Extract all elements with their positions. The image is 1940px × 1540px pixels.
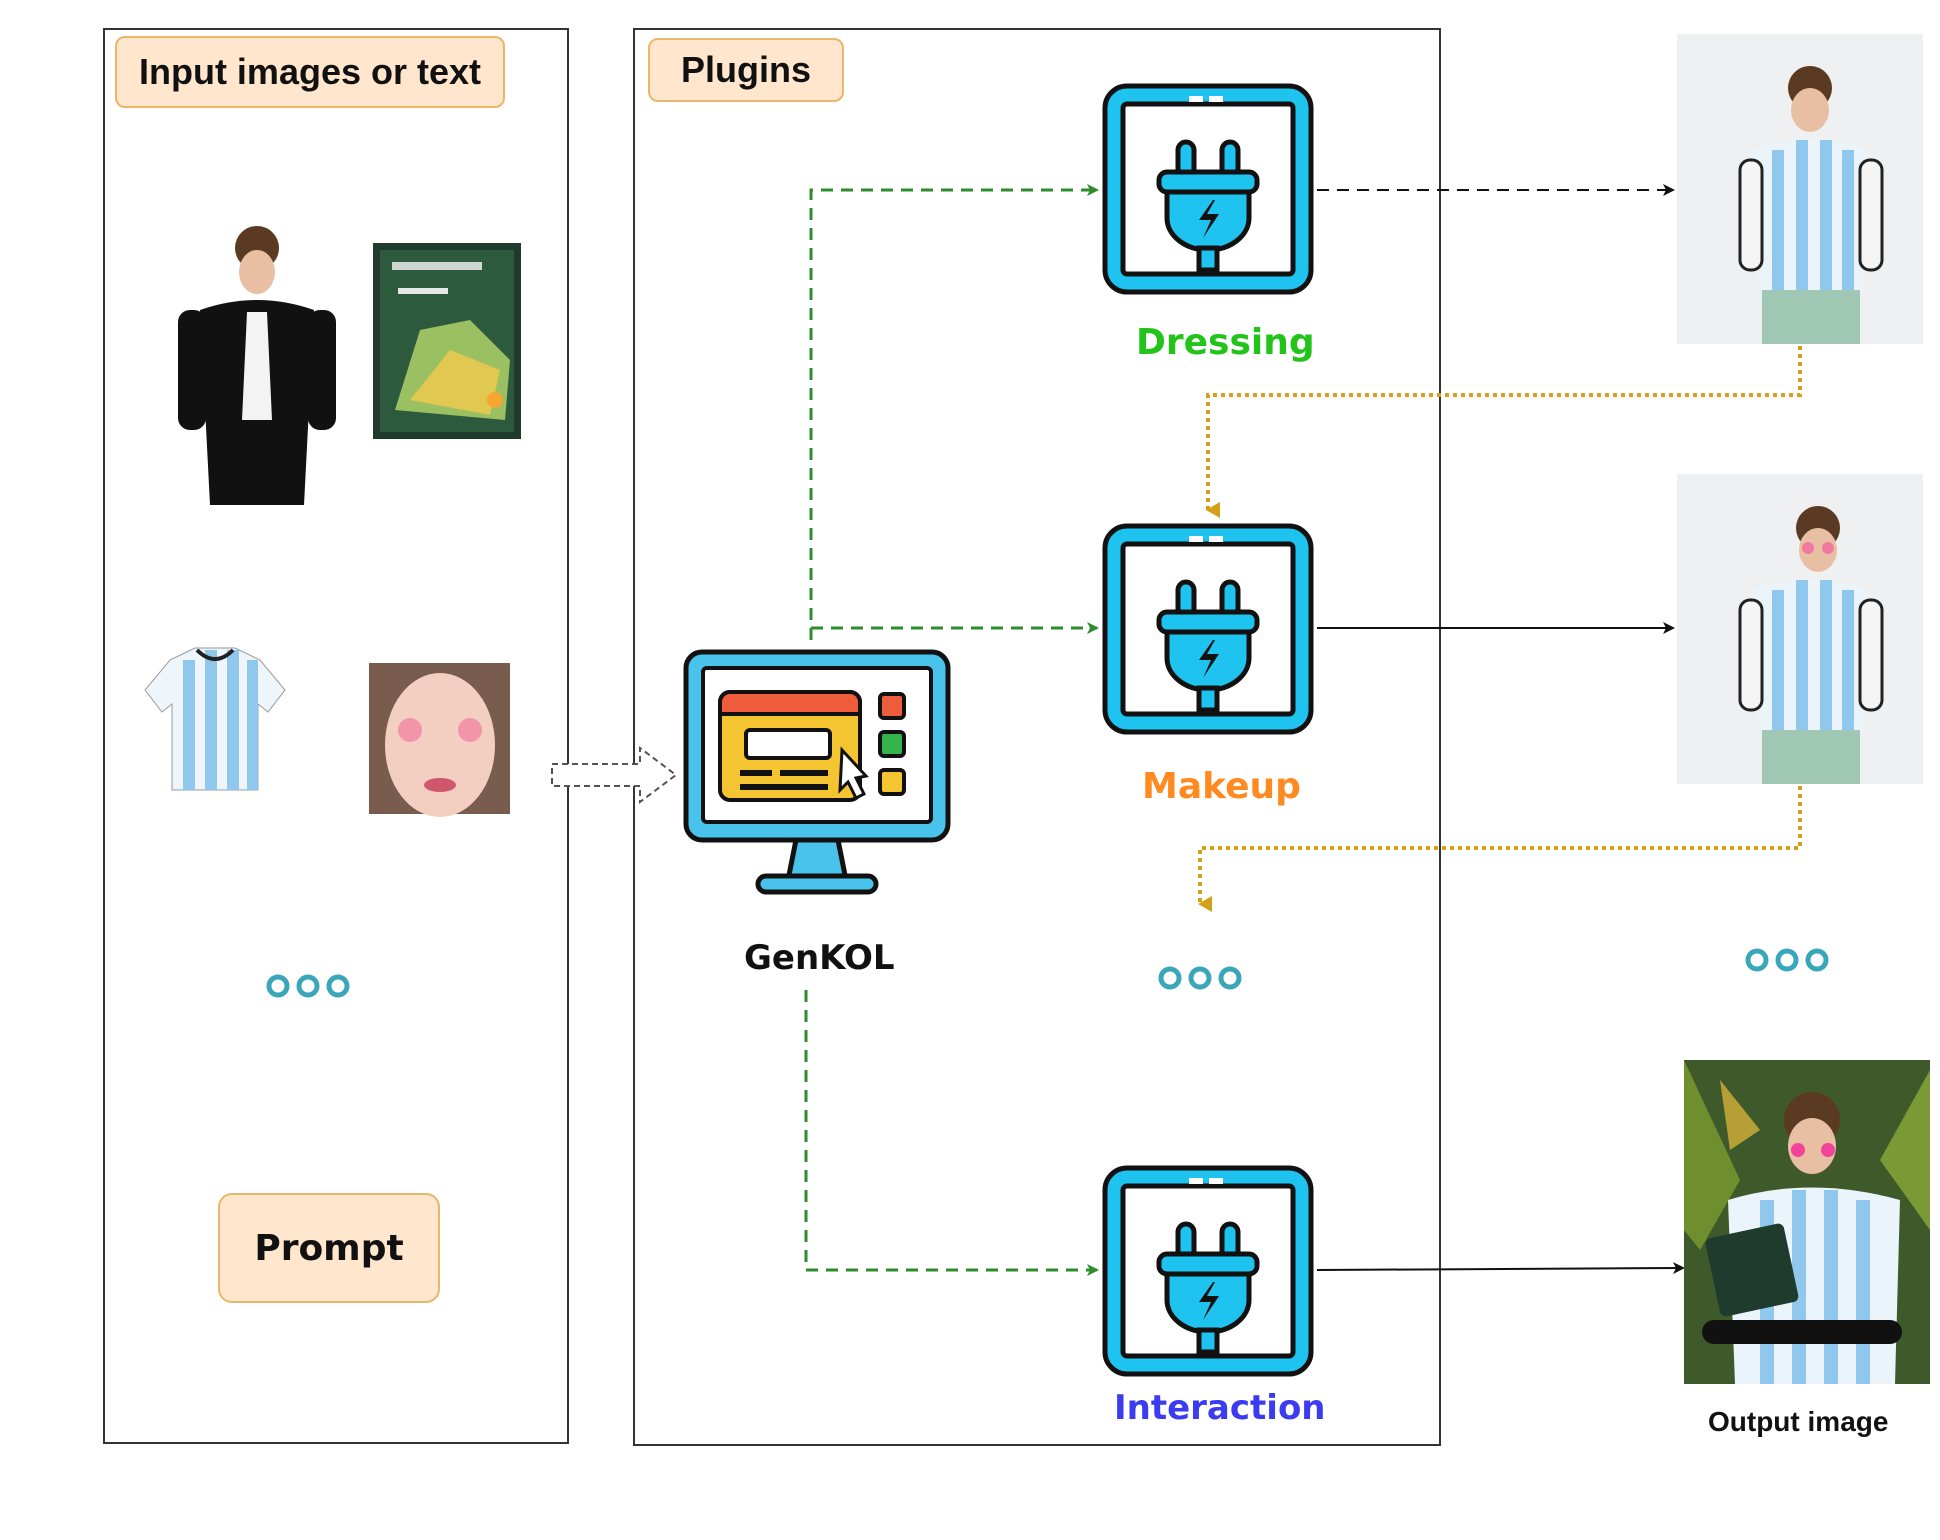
person-photo bbox=[178, 226, 336, 505]
final-output-photo bbox=[1684, 1060, 1930, 1384]
flow-interaction-to-output bbox=[1316, 1262, 1685, 1275]
flow-genkol-to-dressing bbox=[809, 184, 1099, 640]
plugin-label-interaction: Interaction bbox=[1114, 1388, 1326, 1428]
plugins-ellipsis-icon bbox=[1161, 969, 1239, 987]
dressing-result-photo bbox=[1677, 34, 1923, 344]
book-cover bbox=[373, 243, 521, 439]
genkol-label: GenKOL bbox=[744, 938, 895, 978]
computer-monitor-icon bbox=[683, 649, 951, 895]
plugin-label-makeup: Makeup bbox=[1142, 766, 1301, 807]
prompt-box[interactable]: Prompt bbox=[218, 1193, 440, 1303]
input-ellipsis-icon bbox=[269, 977, 347, 995]
input-panel-title-text: Input images or text bbox=[138, 51, 482, 92]
flow-genkol-to-interaction bbox=[804, 990, 1099, 1276]
input-panel-title: Input images or text bbox=[115, 36, 505, 108]
plug-icon-interaction bbox=[1105, 1168, 1311, 1374]
output-image-label: Output image bbox=[1708, 1406, 1889, 1437]
output-ellipsis-icon bbox=[1748, 951, 1826, 969]
makeup-face-photo bbox=[369, 663, 510, 817]
plugins-panel-title: Plugins bbox=[648, 38, 844, 102]
makeup-result-photo bbox=[1677, 474, 1923, 784]
plug-icon-makeup bbox=[1105, 526, 1311, 732]
hollow-arrow-icon bbox=[551, 746, 678, 804]
flow-dressing-result-to-makeup bbox=[1206, 346, 1802, 518]
jersey-photo bbox=[144, 647, 286, 791]
plug-icon-dressing bbox=[1105, 86, 1311, 292]
plugins-panel-title-text: Plugins bbox=[680, 49, 811, 90]
plugin-label-dressing: Dressing bbox=[1136, 322, 1315, 363]
prompt-label: Prompt bbox=[254, 1227, 404, 1269]
flow-makeup-result-to-next bbox=[1198, 786, 1802, 912]
